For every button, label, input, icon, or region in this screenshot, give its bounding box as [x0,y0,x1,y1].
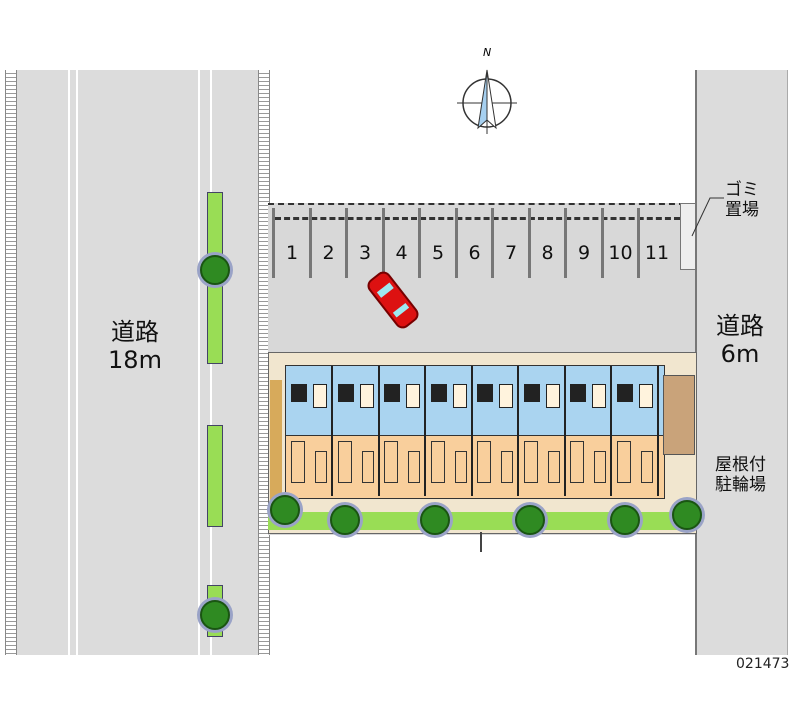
lawn [268,512,695,530]
parking-slot: 5 [418,208,455,278]
hedge [270,380,282,500]
parking-slot: 11 [637,208,674,278]
road-name: 道路 [716,312,764,340]
apartment-unit [566,366,612,496]
furniture-block [361,451,374,483]
road-name: 道路 [111,318,159,346]
apartment-unit [334,366,380,496]
parking-slot: 2 [308,208,346,278]
parking-slot: 4 [381,208,419,278]
furniture-block [454,451,467,483]
kitchen-block [477,384,493,402]
road-width: 18m [108,346,162,374]
kitchen-block [523,384,540,402]
kitchen-block [384,384,400,402]
compass-north-label: N [483,46,492,59]
tree [610,505,640,535]
bath-block [545,384,560,408]
apartment-unit [427,366,473,496]
street-tree [200,255,230,285]
closet-block [337,441,352,483]
tree [330,505,360,535]
closet-block [523,441,538,483]
garbage-area [680,203,696,270]
bicycle-parking-label: 屋根付 駐輪場 [715,455,766,495]
parking-slot: 7 [491,208,528,278]
parking-slot: 8 [527,208,565,278]
apartment-unit [613,366,659,496]
bath-block [592,384,606,408]
road-width: 6m [720,340,760,368]
parking-slot: 6 [454,208,492,278]
bike-label-line-2: 駐輪場 [715,475,766,495]
kitchen-block [616,384,633,402]
furniture-block [594,451,606,483]
parking-slot: 3 [345,208,382,278]
kitchen-block [430,384,447,402]
kitchen-block [570,384,586,402]
furniture-block [640,451,653,483]
kitchen-block [337,384,354,402]
closet-block [570,441,584,483]
closet-block [291,441,305,483]
parking-stripe [275,217,680,220]
closet-block [477,441,491,483]
apartment-unit [380,366,426,496]
kitchen-block [291,384,307,402]
furniture-block [501,451,513,483]
bike-label-line-1: 屋根付 [715,455,766,475]
parking-slot: 9 [564,208,601,278]
building-rooms [285,435,665,499]
compass-icon [457,69,517,134]
street-tree [200,600,230,630]
bath-block [359,384,374,408]
bath-block [499,384,513,408]
garbage-area-label: ゴミ 置場 [725,180,759,220]
furniture-block [315,451,327,483]
left-sidewalk-curb [5,70,17,655]
tree [672,500,702,530]
apartment-unit [287,366,333,496]
bicycle-parking [663,375,695,455]
entrance-line [480,532,482,552]
property-id: 021473 [736,656,790,672]
closet-block [616,441,631,483]
tree [270,495,300,525]
right-road [695,70,788,655]
closet-block [384,441,398,483]
bath-block [638,384,653,408]
tree [420,505,450,535]
closet-block [430,441,445,483]
leader-line [691,197,724,237]
furniture-block [408,451,420,483]
bath-block [452,384,467,408]
apartment-unit [473,366,519,496]
furniture-block [547,451,560,483]
median-planting [207,425,223,527]
parking-slot: 1 [272,208,309,278]
tree [515,505,545,535]
left-road [5,70,268,655]
garbage-label-line-1: ゴミ [725,180,759,200]
parking-slot: 10 [600,208,638,278]
right-road-label: 道路 6m [705,312,775,368]
bath-block [406,384,420,408]
apartment-unit [520,366,566,496]
garbage-label-line-2: 置場 [725,200,759,220]
lane-line [68,70,78,655]
left-road-label: 道路 18m [100,318,170,374]
bath-block [313,384,327,408]
